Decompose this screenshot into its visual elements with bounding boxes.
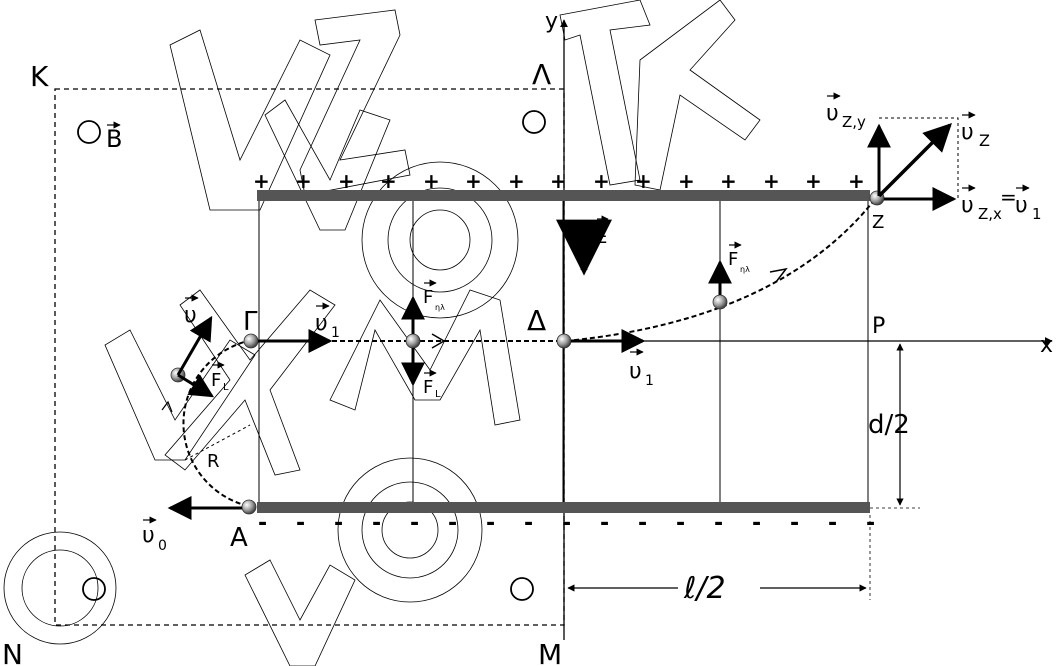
label-Lambda: Λ [532, 58, 551, 91]
particle-on-parabola [712, 294, 728, 310]
straight-path-arrow [431, 333, 446, 349]
svg-text:+: + [720, 169, 737, 193]
label-uzx-u1-sub: 1 [1032, 205, 1042, 223]
svg-text:+: + [678, 169, 695, 193]
label-uzx-u1: υ [1015, 193, 1028, 218]
svg-text:-: - [524, 511, 533, 536]
field-lines [258, 201, 869, 502]
svg-text:+: + [550, 169, 567, 193]
half-l-dimension: ℓ/2 [567, 515, 871, 606]
label-Fel-mid-sub: ηλ [435, 303, 445, 312]
svg-text:-: - [296, 511, 305, 536]
label-uz-sub: Z [979, 131, 990, 150]
svg-text:+: + [508, 169, 525, 193]
parabola-arrow [769, 267, 788, 283]
y-axis-label: y [545, 9, 558, 34]
label-FL-arc: F [211, 370, 221, 391]
label-uzy: υ [826, 101, 839, 126]
particle-at-Delta [556, 333, 572, 349]
svg-text:-: - [486, 511, 495, 536]
label-FL-mid: F [423, 377, 433, 398]
svg-text:+: + [465, 169, 482, 193]
label-u0-sub: 0 [158, 538, 167, 554]
svg-text:-: - [410, 511, 419, 536]
svg-text:-: - [828, 511, 837, 536]
x-axis-label: x [1040, 333, 1053, 358]
label-uz: υ [961, 120, 974, 145]
label-uzx-eq: = [1000, 185, 1017, 209]
plus-signs: + + + + + + + + + + + + + + + [253, 169, 865, 193]
uz-arrow [877, 123, 952, 198]
svg-text:+: + [295, 169, 312, 193]
label-u: υ [184, 303, 197, 328]
u-arrow [176, 315, 213, 376]
label-uzy-sub: Z,y [842, 113, 866, 131]
lower-plate [257, 502, 870, 513]
svg-text:+: + [763, 169, 780, 193]
svg-text:-: - [372, 511, 381, 536]
svg-text:+: + [253, 169, 270, 193]
particle-at-A [241, 499, 257, 515]
svg-text:-: - [790, 511, 799, 536]
watermark [3, 0, 761, 666]
svg-text:-: - [866, 511, 875, 536]
svg-text:-: - [600, 511, 609, 536]
vector-labels: B E υ υ 0 υ 1 υ 1 F L F L F ηλ F ηλ [106, 92, 1042, 554]
point-labels: K Λ M N A Γ Δ Z P [2, 58, 885, 666]
svg-text:-: - [638, 511, 647, 536]
radius-label: R [207, 451, 220, 472]
label-Fel-parabola-sub: ηλ [740, 265, 750, 274]
label-uzx-sub: Z,x [978, 205, 1002, 223]
label-A: A [230, 523, 248, 553]
label-u1-delta: υ [629, 359, 642, 384]
svg-text:+: + [848, 169, 865, 193]
label-u1-gamma-sub: 1 [331, 325, 340, 341]
svg-text:+: + [380, 169, 397, 193]
label-u1-delta-sub: 1 [645, 373, 654, 389]
svg-text:-: - [258, 511, 267, 536]
label-B: B [106, 125, 122, 153]
svg-text:+: + [338, 169, 355, 193]
label-Z: Z [872, 212, 884, 233]
label-Gamma: Γ [243, 307, 258, 337]
svg-text:-: - [334, 511, 343, 536]
half-l-label: ℓ/2 [683, 571, 726, 606]
FL-arrow-arc [177, 373, 215, 398]
label-K: K [30, 60, 49, 93]
uz-projection-lines [879, 117, 959, 199]
label-FL-mid-sub: L [435, 389, 441, 400]
label-M: M [538, 638, 562, 666]
label-uzx: υ [961, 193, 974, 218]
svg-text:-: - [448, 511, 457, 536]
label-N: N [2, 638, 23, 666]
svg-text:+: + [805, 169, 822, 193]
trajectory-arrow [161, 400, 173, 413]
upper-plate [257, 190, 870, 201]
half-d-label: d/2 [868, 410, 910, 440]
b-field-symbols [77, 110, 546, 601]
svg-text:+: + [593, 169, 610, 193]
label-P: P [872, 314, 885, 339]
radius-line [184, 424, 251, 461]
svg-text:-: - [714, 511, 723, 536]
svg-text:+: + [635, 169, 652, 193]
particle-mid-plates [405, 333, 421, 349]
svg-text:+: + [423, 169, 440, 193]
label-E: E [596, 227, 607, 248]
svg-text:-: - [752, 511, 761, 536]
label-u1-gamma: υ [315, 311, 328, 336]
minus-signs: - - - - - - - - - - - - - - - - - [258, 511, 875, 536]
label-Delta: Δ [527, 304, 546, 337]
circular-trajectory [182, 340, 249, 507]
half-d-dimension: d/2 [868, 343, 920, 509]
svg-text:-: - [562, 511, 571, 536]
label-FL-arc-sub: L [223, 382, 229, 393]
label-Fel-parabola: F [728, 249, 738, 270]
label-Fel-mid: F [423, 287, 433, 308]
label-u0: υ [142, 523, 155, 548]
svg-text:-: - [676, 511, 685, 536]
